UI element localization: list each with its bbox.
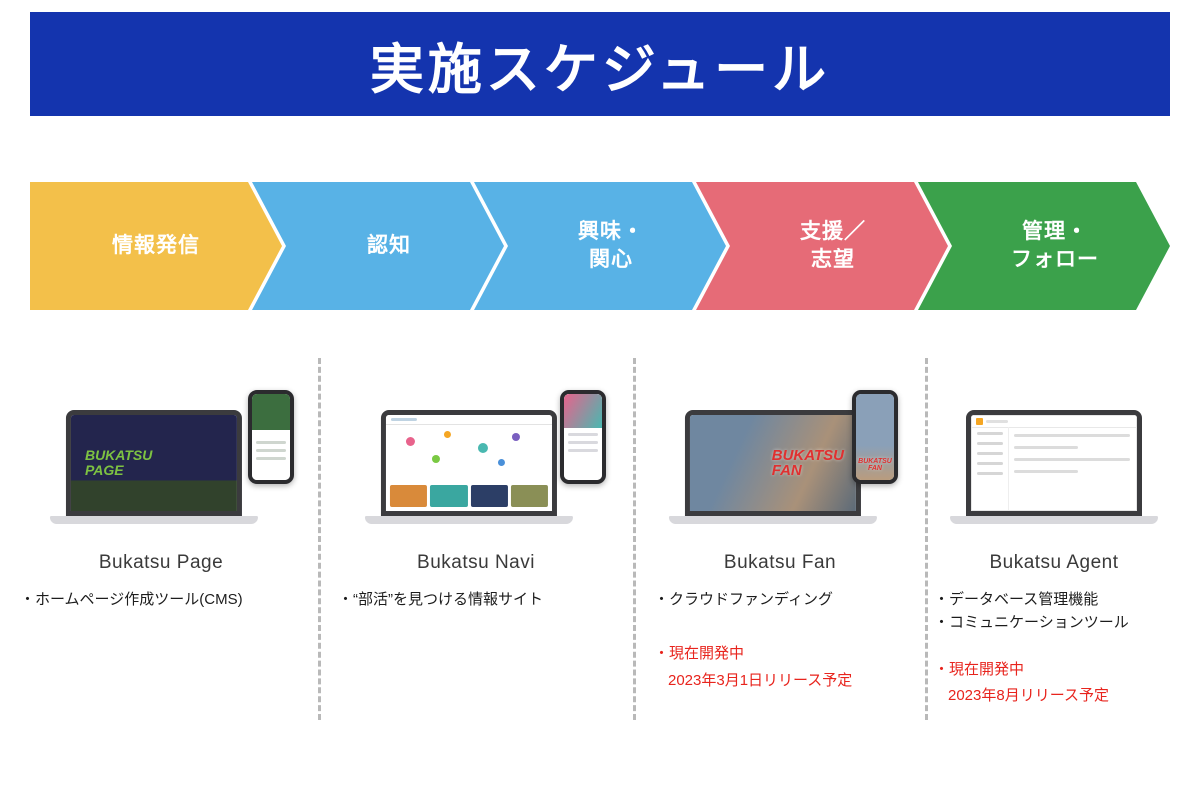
bukatsu-fan-logo: BUKATSU FAN — [771, 447, 844, 479]
device-mockup: BUKATSU PAGE — [14, 388, 308, 536]
laptop-mockup: BUKATSU PAGE — [49, 410, 258, 524]
bukatsu-page-logo: BUKATSU PAGE — [84, 447, 153, 478]
product-column-bukatsu-fan: BUKATSU FAN BUKATSU FAN Bukatsu Fan ・クラウ… — [648, 388, 912, 694]
process-flow: 情報発信 認知 興味・ 関心 支援／ 志望 管理・ フォロー — [30, 182, 1170, 310]
bullet-line: ・“部活”を見つける情報サイト — [338, 591, 543, 608]
flow-step-label: 認知 — [367, 233, 411, 257]
note-line: ・現在開発中 — [654, 645, 745, 663]
device-mockup — [928, 388, 1180, 536]
laptop-base — [364, 516, 573, 524]
device-mockup: BUKATSU FAN BUKATSU FAN — [648, 388, 912, 536]
flow-step-interest: 興味・ 関心 — [474, 182, 726, 310]
laptop-screen — [966, 410, 1142, 516]
laptop-screen: BUKATSU PAGE — [65, 410, 242, 516]
phone-screen — [564, 394, 602, 480]
phone-mockup — [560, 390, 606, 484]
product-bullets: ・データベース管理機能 ・コミュニケーションツール — [928, 588, 1180, 635]
laptop-screen: BUKATSU FAN — [684, 410, 861, 516]
release-notes: ・現在開発中 2023年3月1日リリース予定 — [648, 641, 912, 694]
product-column-bukatsu-navi: Bukatsu Navi ・“部活”を見つける情報サイト — [332, 388, 620, 611]
flow-step-awareness: 認知 — [252, 182, 504, 310]
note-line: 2023年3月1日リリース予定 — [668, 671, 853, 689]
slide-title: 実施スケジュール — [369, 39, 831, 100]
product-bullets: ・“部活”を見つける情報サイト — [332, 588, 620, 611]
column-divider — [925, 358, 928, 720]
bukatsu-page-screenshot: BUKATSU PAGE — [70, 415, 237, 511]
flow-step-information: 情報発信 — [30, 182, 282, 310]
flow-step-label: 情報発信 — [112, 233, 200, 257]
laptop-base — [668, 516, 877, 524]
device-mockup — [332, 388, 620, 536]
laptop-mockup — [950, 410, 1158, 524]
title-banner: 実施スケジュール — [30, 12, 1170, 116]
laptop-screen — [380, 410, 557, 516]
product-column-bukatsu-page: BUKATSU PAGE Bukatsu Page ・ホームページ作成ツール(C… — [14, 388, 308, 611]
product-name: Bukatsu Navi — [417, 552, 535, 573]
note-line: ・現在開発中 — [934, 660, 1025, 678]
phone-screen: BUKATSU FAN — [856, 394, 894, 480]
release-notes: ・現在開発中 2023年8月リリース予定 — [928, 657, 1180, 710]
product-name: Bukatsu Page — [98, 552, 224, 573]
bullet-line: ・ホームページ作成ツール(CMS) — [20, 591, 243, 608]
flow-step-label: 興味・ 関心 — [578, 219, 644, 271]
bullet-line: ・コミュニケーションツール — [934, 614, 1129, 632]
bukatsu-agent-screenshot — [971, 415, 1137, 511]
flow-step-label: 管理・ フォロー — [1011, 219, 1099, 271]
laptop-mockup: BUKATSU FAN — [668, 410, 877, 524]
bullet-line: ・データベース管理機能 — [934, 591, 1099, 608]
laptop-base — [49, 516, 258, 524]
laptop-mockup — [364, 410, 573, 524]
flow-step-support: 支援／ 志望 — [696, 182, 948, 310]
product-bullets: ・クラウドファンディング — [648, 588, 912, 611]
flow-step-management: 管理・ フォロー — [918, 182, 1170, 310]
bukatsu-fan-logo-small: BUKATSU FAN — [858, 458, 892, 472]
laptop-base — [950, 516, 1158, 524]
product-name: Bukatsu Agent — [989, 552, 1119, 573]
phone-mockup: BUKATSU FAN — [852, 390, 898, 484]
phone-screen — [252, 394, 290, 480]
bullet-line: ・クラウドファンディング — [654, 591, 833, 608]
product-column-bukatsu-agent: Bukatsu Agent ・データベース管理機能 ・コミュニケーションツール … — [928, 388, 1180, 709]
product-bullets: ・ホームページ作成ツール(CMS) — [14, 588, 308, 611]
bukatsu-navi-screenshot — [385, 415, 552, 511]
flow-step-label: 支援／ 志望 — [800, 219, 866, 271]
product-name: Bukatsu Fan — [723, 552, 837, 573]
column-divider — [318, 358, 321, 720]
note-line: 2023年8月リリース予定 — [948, 686, 1109, 704]
phone-mockup — [248, 390, 294, 484]
bukatsu-fan-screenshot: BUKATSU FAN — [689, 415, 856, 511]
column-divider — [633, 358, 636, 720]
